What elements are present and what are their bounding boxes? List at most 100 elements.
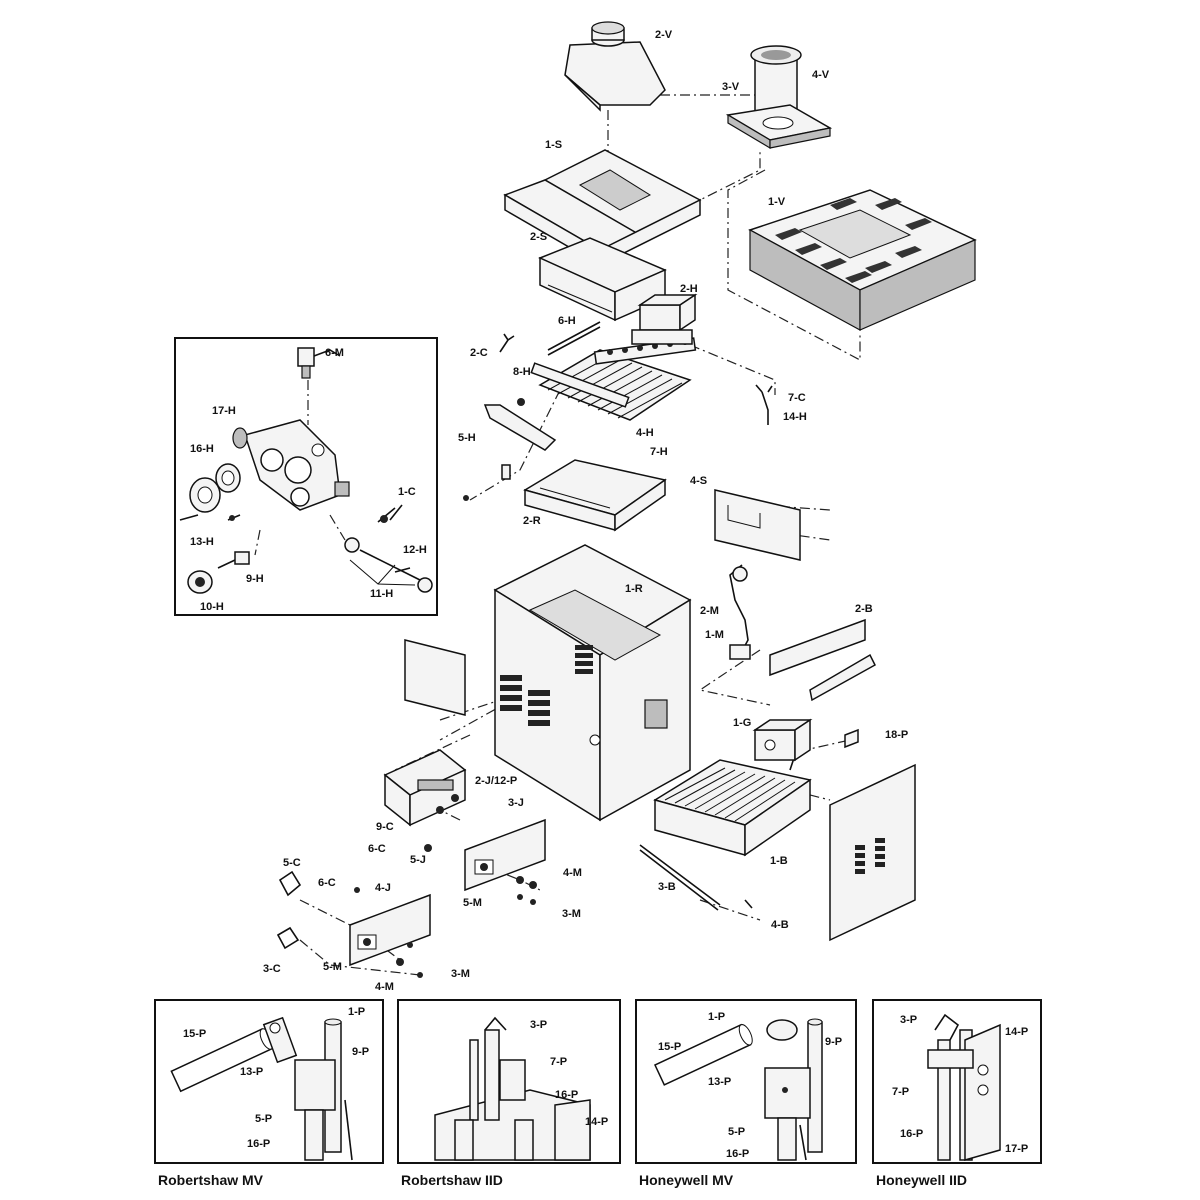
svg-text:3-M: 3-M bbox=[451, 968, 470, 980]
svg-text:4-J: 4-J bbox=[375, 882, 391, 894]
connector-7c bbox=[755, 384, 773, 425]
flange-16h bbox=[189, 463, 241, 513]
caption-robertshaw-iid: Robertshaw IID bbox=[401, 1172, 503, 1188]
svg-text:1-G: 1-G bbox=[733, 717, 751, 729]
gas-valve-1g bbox=[752, 718, 813, 762]
vent-cover-1v bbox=[748, 189, 977, 332]
svg-text:6-M: 6-M bbox=[325, 347, 344, 359]
svg-text:14-H: 14-H bbox=[783, 411, 807, 423]
svg-text:16-P: 16-P bbox=[900, 1128, 923, 1140]
caption-robertshaw-mv: Robertshaw MV bbox=[158, 1172, 264, 1188]
svg-text:1-P: 1-P bbox=[348, 1006, 365, 1018]
panel-honeywell-mv: 1-P 15-P 9-P 13-P 5-P 16-P bbox=[635, 999, 857, 1164]
svg-text:15-P: 15-P bbox=[658, 1041, 681, 1053]
header-detail-inset: 6-M 17-H 16-H 1-C 13-H 12-H 9-H 11-H 10-… bbox=[174, 337, 438, 616]
svg-text:9-P: 9-P bbox=[352, 1046, 369, 1058]
rear-panel-4s bbox=[714, 489, 801, 561]
svg-text:1-C: 1-C bbox=[398, 486, 416, 498]
control-panel-5m-lower bbox=[349, 893, 431, 967]
svg-text:13-P: 13-P bbox=[708, 1076, 731, 1088]
baffle-2b bbox=[769, 618, 876, 702]
svg-text:17-P: 17-P bbox=[1005, 1143, 1028, 1155]
vent-stack-3v bbox=[725, 45, 833, 150]
svg-text:5-C: 5-C bbox=[283, 857, 301, 869]
bolt-13h bbox=[227, 514, 241, 521]
panel-honeywell-iid: 3-P 14-P 7-P 16-P 17-P bbox=[872, 999, 1042, 1164]
baffle-6h bbox=[547, 321, 601, 351]
svg-text:16-P: 16-P bbox=[247, 1138, 270, 1150]
svg-text:10-H: 10-H bbox=[200, 601, 224, 613]
svg-text:1-P: 1-P bbox=[708, 1011, 725, 1023]
caption-honeywell-iid: Honeywell IID bbox=[876, 1172, 967, 1188]
svg-text:3-P: 3-P bbox=[900, 1014, 917, 1026]
svg-text:7-P: 7-P bbox=[550, 1056, 567, 1068]
gasket-17h bbox=[232, 427, 248, 449]
svg-text:3-P: 3-P bbox=[530, 1019, 547, 1031]
svg-text:6-C: 6-C bbox=[368, 843, 386, 855]
svg-text:16-P: 16-P bbox=[726, 1148, 749, 1160]
pilot-tube-3b bbox=[639, 844, 721, 911]
svg-text:13-P: 13-P bbox=[240, 1066, 263, 1078]
svg-text:1-M: 1-M bbox=[705, 629, 724, 641]
svg-text:12-H: 12-H bbox=[403, 544, 427, 556]
svg-text:3-M: 3-M bbox=[562, 908, 581, 920]
valve-parts-11h bbox=[344, 537, 433, 593]
caption-honeywell-mv: Honeywell MV bbox=[639, 1172, 734, 1188]
valve-9h bbox=[217, 551, 250, 569]
svg-text:7-C: 7-C bbox=[788, 392, 806, 404]
svg-text:4-M: 4-M bbox=[563, 867, 582, 879]
vent-hood-2v bbox=[564, 21, 666, 112]
svg-text:17-H: 17-H bbox=[212, 405, 236, 417]
svg-text:4-S: 4-S bbox=[690, 475, 707, 487]
header-casting bbox=[244, 419, 350, 511]
svg-text:5-J: 5-J bbox=[410, 854, 426, 866]
svg-text:5-P: 5-P bbox=[728, 1126, 745, 1138]
svg-text:6-C: 6-C bbox=[318, 877, 336, 889]
svg-text:3-B: 3-B bbox=[658, 881, 676, 893]
screw-4b bbox=[744, 899, 753, 909]
svg-text:18-P: 18-P bbox=[885, 729, 908, 741]
svg-text:16-P: 16-P bbox=[555, 1089, 578, 1101]
svg-text:3-V: 3-V bbox=[722, 81, 740, 93]
panel-robertshaw-iid: 3-P 7-P 16-P 14-P bbox=[397, 999, 621, 1164]
svg-text:2-J/12-P: 2-J/12-P bbox=[475, 775, 517, 787]
svg-text:14-P: 14-P bbox=[585, 1116, 608, 1128]
svg-text:7-H: 7-H bbox=[650, 446, 668, 458]
part-labels: 2-V 3-V 4-V 1-V 1-S 2-S 2-H 6-H 2-C 8-H … bbox=[263, 29, 908, 993]
switch-3c bbox=[276, 926, 300, 950]
svg-text:2-R: 2-R bbox=[523, 515, 541, 527]
thermostat-2m bbox=[729, 564, 749, 656]
connector-1c bbox=[377, 504, 403, 523]
svg-text:6-H: 6-H bbox=[558, 315, 576, 327]
svg-text:5-M: 5-M bbox=[323, 961, 342, 973]
svg-text:4-B: 4-B bbox=[771, 919, 789, 931]
svg-text:1-B: 1-B bbox=[770, 855, 788, 867]
connector-2c bbox=[499, 333, 515, 353]
svg-text:11-H: 11-H bbox=[370, 588, 393, 600]
cabinet-frame-1r bbox=[493, 544, 692, 822]
knob-10h bbox=[187, 570, 213, 594]
svg-text:2-S: 2-S bbox=[530, 231, 547, 243]
switch-5c bbox=[278, 870, 302, 897]
svg-text:16-H: 16-H bbox=[190, 443, 214, 455]
svg-text:1-V: 1-V bbox=[768, 196, 786, 208]
svg-text:9-C: 9-C bbox=[376, 821, 394, 833]
bracket-18p bbox=[844, 728, 859, 749]
bracket-5h bbox=[483, 404, 557, 451]
svg-text:2-V: 2-V bbox=[655, 29, 673, 41]
control-panel-5m-upper bbox=[464, 818, 546, 892]
svg-text:5-H: 5-H bbox=[458, 432, 476, 444]
svg-text:14-P: 14-P bbox=[1005, 1026, 1028, 1038]
valve-6m bbox=[297, 347, 341, 379]
control-box-2j bbox=[383, 749, 467, 827]
flue-collector-2s bbox=[538, 237, 667, 322]
svg-text:9-P: 9-P bbox=[825, 1036, 842, 1048]
svg-text:2-C: 2-C bbox=[470, 347, 488, 359]
front-door-panel bbox=[829, 763, 916, 942]
svg-text:8-H: 8-H bbox=[513, 366, 531, 378]
svg-text:15-P: 15-P bbox=[183, 1028, 206, 1040]
svg-text:5-M: 5-M bbox=[463, 897, 482, 909]
svg-text:1-S: 1-S bbox=[545, 139, 562, 151]
svg-text:3-C: 3-C bbox=[263, 963, 281, 975]
